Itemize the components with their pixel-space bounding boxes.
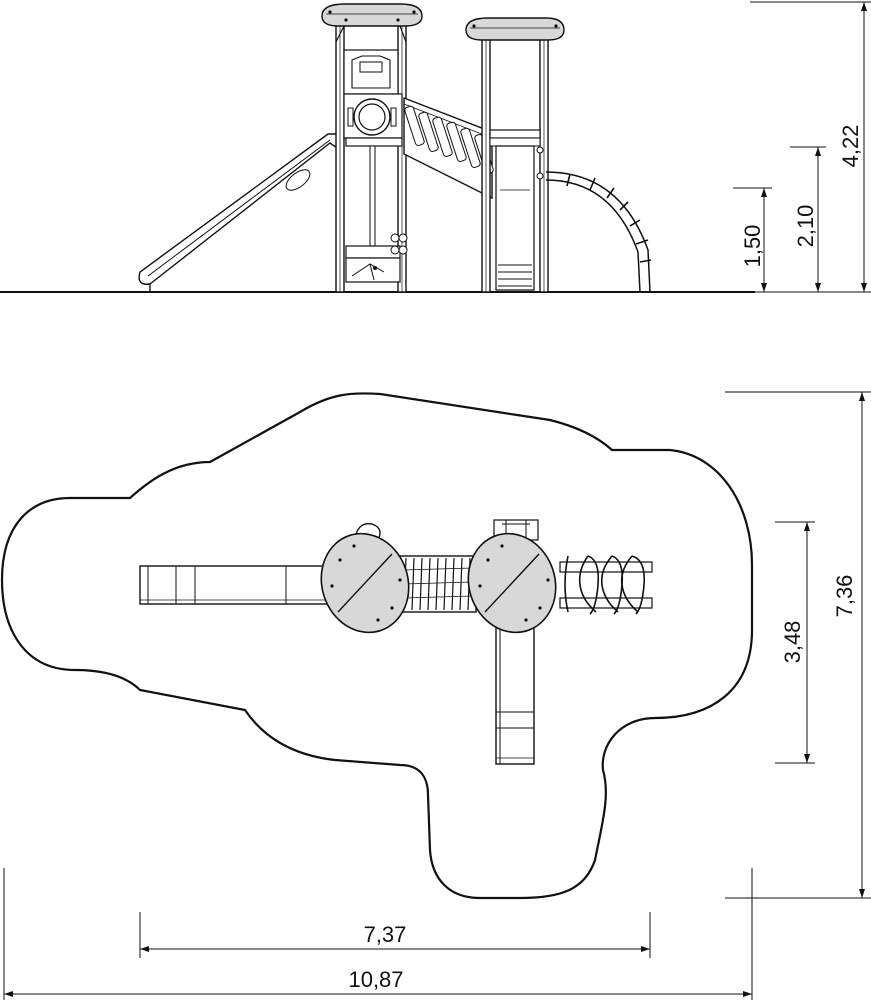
roof-left [321,3,423,27]
dim-total-height: 4,22 [838,125,863,168]
dim-platform-height-1: 1,50 [740,225,765,268]
roof-right [465,17,565,41]
dim-equipment-width: 7,37 [364,922,407,947]
side-elevation-view: 1,50 2,10 4,22 [0,1,871,293]
plan-slide [139,565,333,605]
dim-equipment-depth: 3,48 [780,621,805,664]
height-dimensions [733,1,871,293]
safety-area-outline [0,392,754,900]
plan-tunnel [397,555,477,613]
curved-ladder [545,171,652,293]
straight-slide [138,133,341,292]
plan-roof-2 [467,532,557,634]
plan-view: 3,48 7,36 7,37 10,87 [0,391,871,1000]
plan-ladder [559,555,653,615]
bridge [403,96,494,200]
dim-platform-height-2: 2,10 [793,205,818,248]
tower-right [465,17,565,293]
dim-area-depth: 7,36 [832,575,857,618]
plan-vertical-dimensions [725,391,871,899]
tower-left [321,3,423,293]
dim-area-width: 10,87 [348,967,403,992]
plan-horizontal-dimensions [3,868,753,1000]
plan-roof-1 [320,523,410,634]
